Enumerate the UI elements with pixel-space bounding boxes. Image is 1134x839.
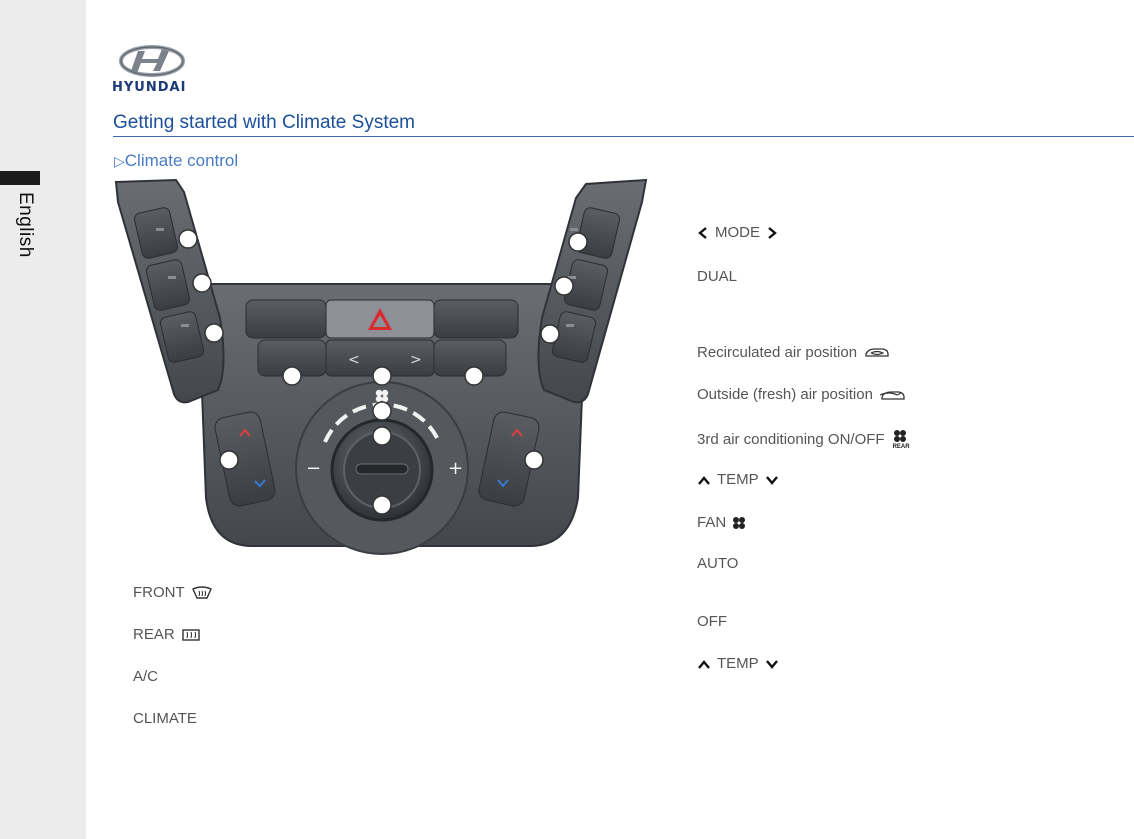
recirculated-air-icon <box>863 346 891 360</box>
front-defrost-icon <box>191 586 213 600</box>
label-fan: FAN <box>697 514 746 531</box>
title-divider <box>113 136 1134 137</box>
label-temp-rear: TEMP <box>697 655 779 672</box>
chevron-up-icon <box>697 658 711 670</box>
label-climate: CLIMATE <box>133 710 197 727</box>
label-temp-dual: TEMP <box>697 471 779 488</box>
brand-name: HYUNDAI <box>112 80 186 95</box>
label-ac: A/C <box>133 668 158 685</box>
chevron-right-icon <box>766 226 778 240</box>
label-rear: REAR <box>133 626 201 643</box>
language-tab[interactable]: English <box>14 192 40 262</box>
outside-air-icon <box>879 388 907 402</box>
label-third-ac: 3rd air conditioning ON/OFF REAR <box>697 428 910 450</box>
chevron-down-icon <box>765 474 779 486</box>
language-tab-marker <box>0 171 40 185</box>
chevron-down-icon <box>765 658 779 670</box>
label-outside-air: Outside (fresh) air position <box>697 386 907 403</box>
rear-defrost-icon <box>181 628 201 642</box>
label-dual: DUAL <box>697 268 737 285</box>
svg-text:+: + <box>448 458 463 479</box>
label-recirculated: Recirculated air position <box>697 344 891 361</box>
label-auto: AUTO <box>697 555 738 572</box>
svg-text:−: − <box>306 458 321 479</box>
chevron-up-icon <box>697 474 711 486</box>
triangle-icon: ▷ <box>114 153 125 169</box>
label-mode: MODE <box>697 224 778 241</box>
svg-text:>: > <box>410 352 422 368</box>
section-title: Getting started with Climate System <box>113 112 415 134</box>
subsection-title: ▷Climate control <box>114 151 238 171</box>
fan-icon <box>732 516 746 530</box>
climate-control-panel: < > − + <box>110 178 655 578</box>
label-front: FRONT <box>133 584 213 601</box>
label-off: OFF <box>697 613 727 630</box>
sidebar: English <box>0 0 86 839</box>
svg-text:<: < <box>348 352 360 368</box>
chevron-left-icon <box>697 226 709 240</box>
